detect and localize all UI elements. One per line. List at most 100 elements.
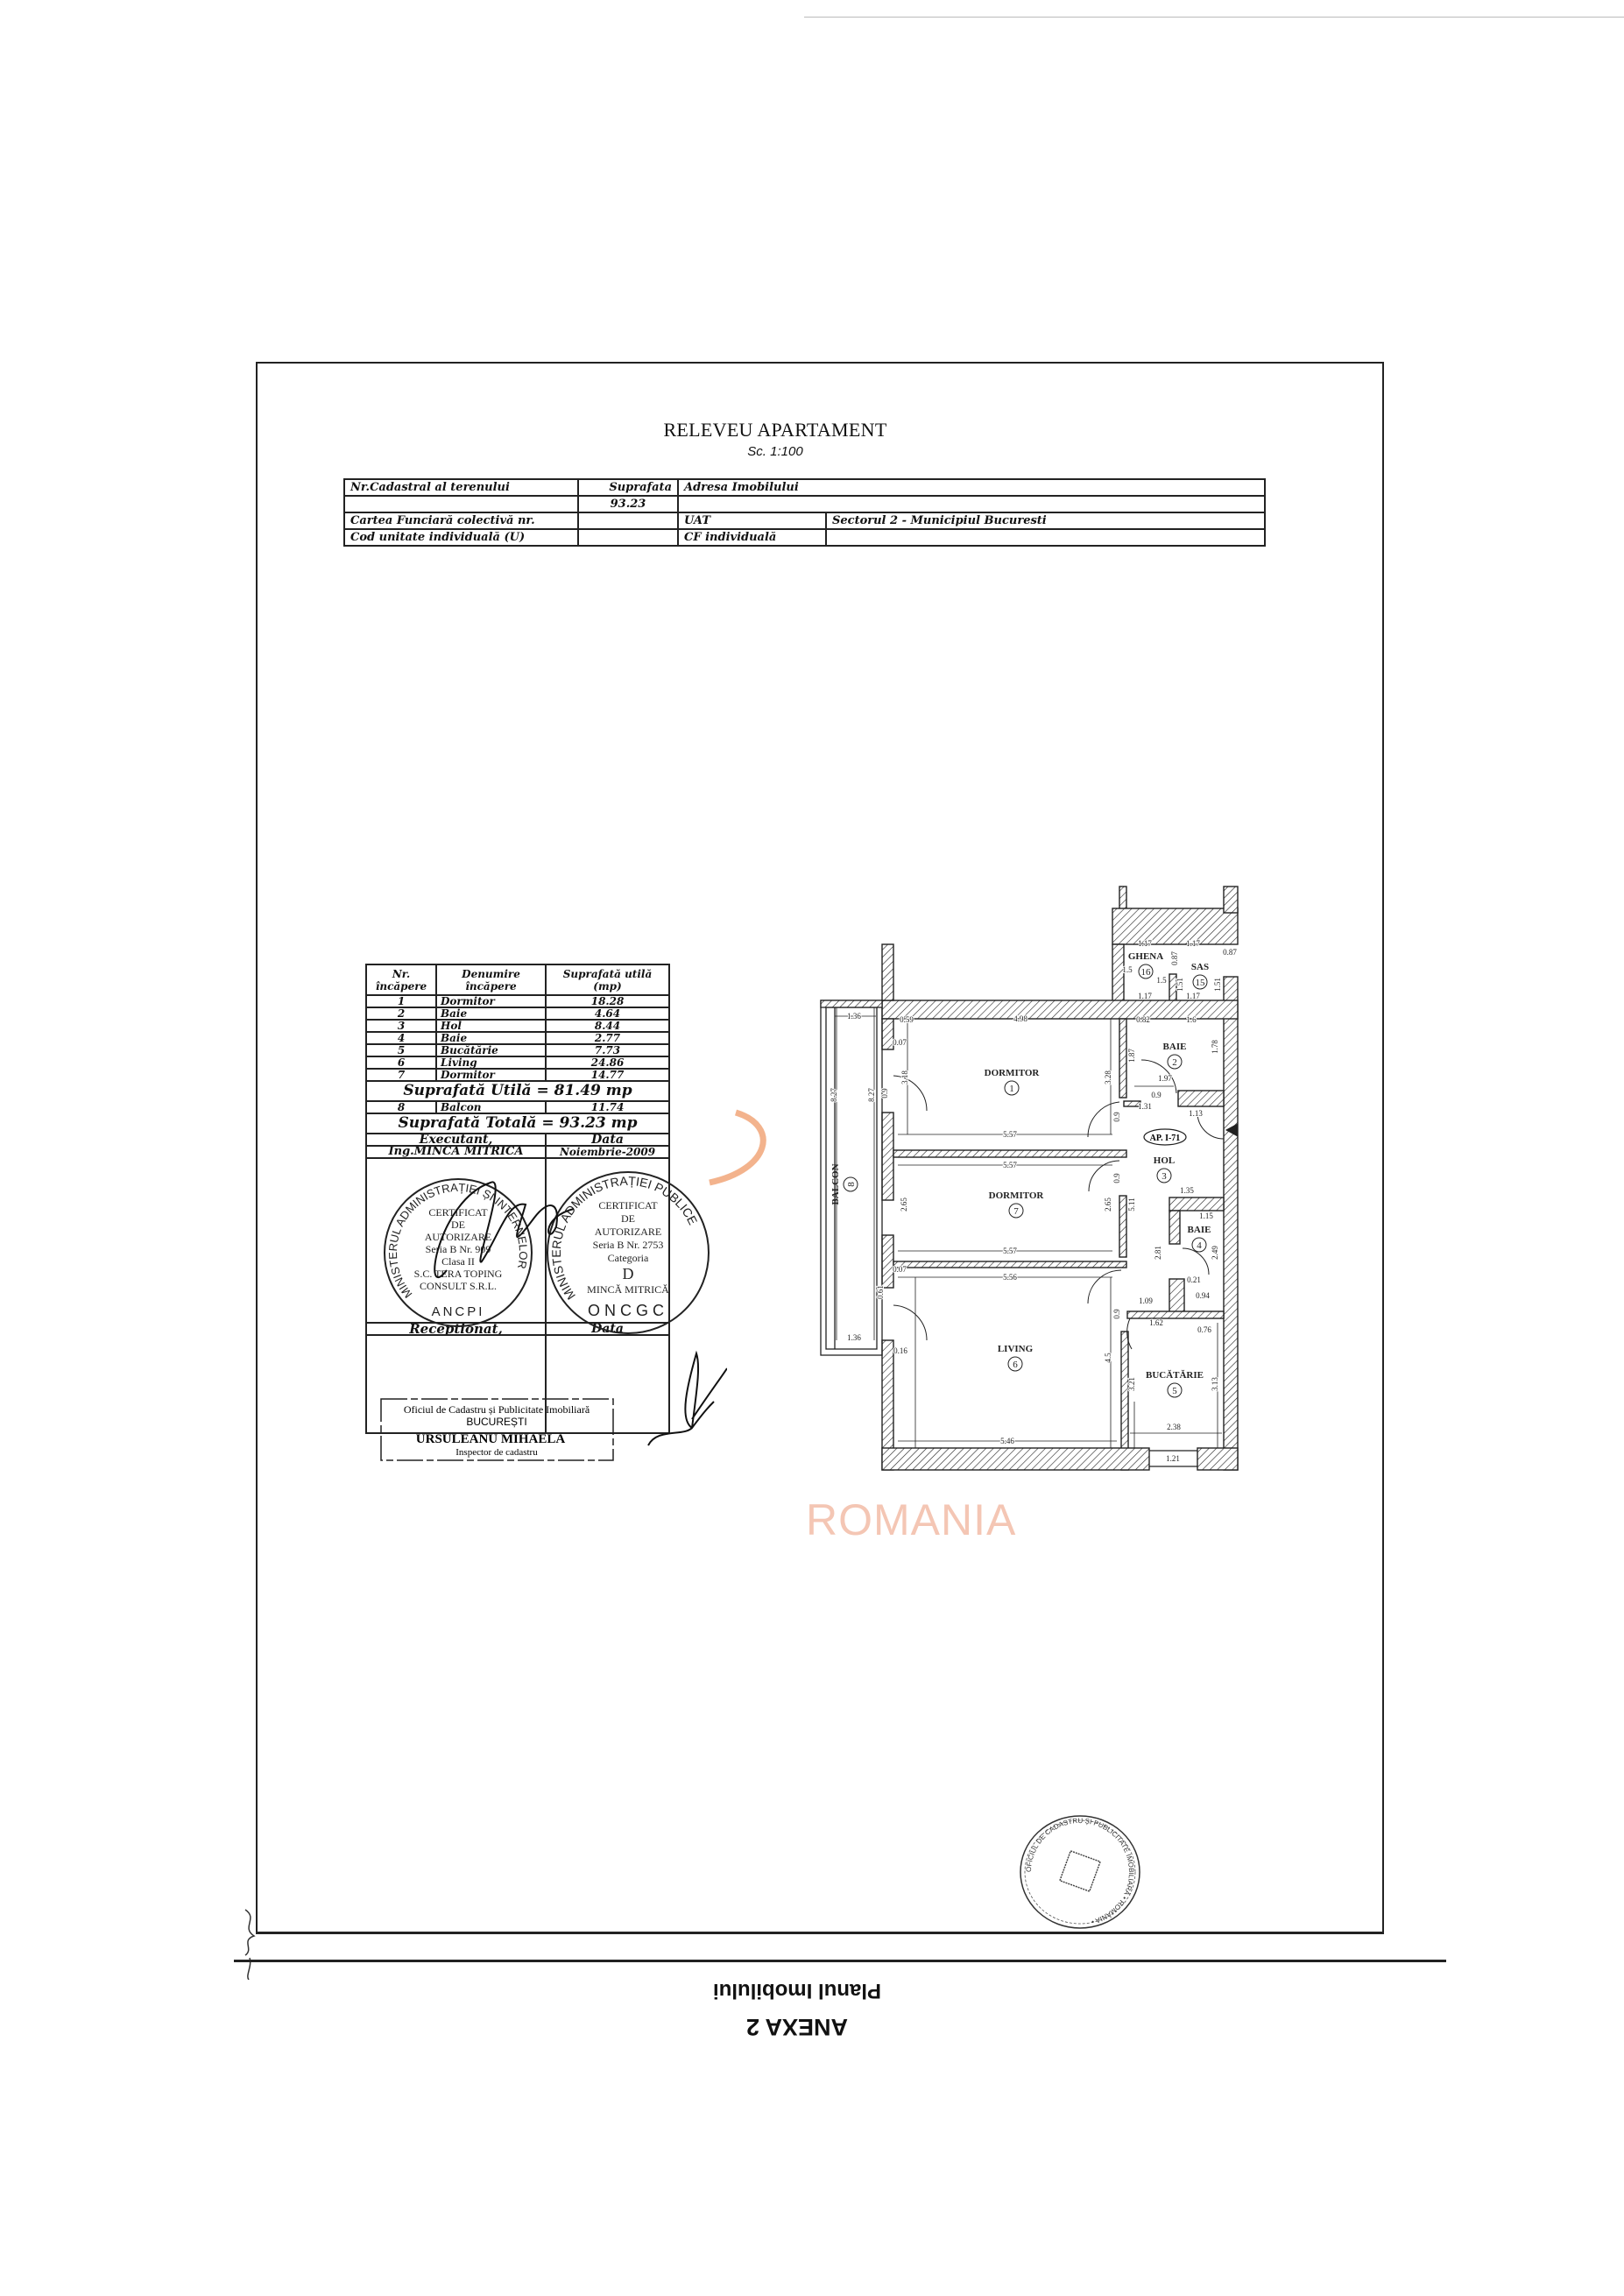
stamp-line: CONSULT S.R.L. xyxy=(420,1280,497,1292)
dimension-label: 5.57 xyxy=(1003,1161,1017,1169)
room-area: 24.86 xyxy=(545,1056,671,1070)
room-area: 2.77 xyxy=(545,1031,671,1045)
dimension-label: 1.09 xyxy=(1139,1296,1153,1305)
dimension-label: 0.87 xyxy=(1170,951,1179,965)
col-name-header: Denumire încăpere xyxy=(434,964,547,996)
stamp-line: D xyxy=(623,1265,634,1282)
room-number-circle xyxy=(1004,1080,1020,1096)
col-area-header: Suprafată utilă (mp) xyxy=(545,964,671,996)
rooms-table: Nr. încăpere Denumire încăpere Suprafată… xyxy=(364,964,671,1434)
dimension-label: 0.94 xyxy=(1196,1291,1210,1300)
dimension-label: 1.78 xyxy=(1211,1040,1219,1054)
dimension-label: 1.15 xyxy=(1199,1212,1213,1220)
stamp-line: MINCĂ MITRICĂ xyxy=(587,1283,669,1296)
apartment-label-text: AP. I-71 xyxy=(1150,1134,1181,1143)
ocpi-role: Inspector de cadastru xyxy=(455,1447,538,1458)
annex-title: ANEXA 2 xyxy=(745,2014,849,2040)
dimension-label: 5.46 xyxy=(1000,1437,1014,1445)
nr-cadastral-value xyxy=(343,495,579,513)
room-name: BAIE xyxy=(1188,1225,1211,1235)
dimension-label: 2.65 xyxy=(900,1197,908,1212)
document-scale: Sc. 1:100 xyxy=(747,444,803,459)
dimension-label: 5.57 xyxy=(1003,1130,1017,1139)
dimension-label: 3.28 xyxy=(1104,1070,1112,1084)
room-area: 14.77 xyxy=(545,1068,671,1082)
coat-of-arms-icon xyxy=(1058,1849,1102,1893)
nr-cadastral-label: Nr.Cadastral al terenului xyxy=(343,478,579,497)
dimension-label: 0.9 xyxy=(1151,1091,1162,1099)
ocpi-name: URSULEANU MIHAELA xyxy=(416,1432,566,1446)
room-nr: 7 xyxy=(365,1068,437,1082)
round-official-stamp: OFICIUL DE CADASTRU ȘI PUBLICITATE IMOBI… xyxy=(1020,1815,1140,1929)
dimension-label: 2.38 xyxy=(1167,1423,1181,1431)
walls xyxy=(881,886,1239,1471)
room-number: 4 xyxy=(1197,1240,1202,1251)
stamp-line: S.C. TERA TOPING xyxy=(414,1268,503,1280)
stamp-line: CERTIFICAT xyxy=(598,1199,658,1212)
room-area: 4.64 xyxy=(545,1007,671,1021)
margin-handwriting xyxy=(244,1909,256,1980)
room-number: 15 xyxy=(1196,978,1206,988)
cf-individuala-label: CF individuală xyxy=(677,528,827,547)
room-label: BAIE 4 xyxy=(1188,1225,1211,1253)
cod-unitate-value xyxy=(577,528,679,547)
room-number-circle xyxy=(843,1176,858,1192)
dimension-label: 1.17 xyxy=(1138,992,1152,1000)
uat-label: UAT xyxy=(677,512,827,530)
suprafata-value: 93.23 xyxy=(577,495,679,513)
room-name: Hol xyxy=(434,1019,547,1033)
room-name: Dormitor xyxy=(434,994,547,1008)
dimension-label: 0.9 xyxy=(880,1088,889,1099)
logo-layer xyxy=(709,1109,766,1186)
room-number: 3 xyxy=(1162,1171,1167,1182)
dimension-label: 0.61 xyxy=(876,1285,885,1299)
door-swings xyxy=(893,1059,1239,1350)
document-frame xyxy=(256,362,1384,1934)
room-name: Living xyxy=(434,1056,547,1070)
data-label: Data xyxy=(545,1133,671,1147)
executant-signature xyxy=(434,1181,575,1279)
room-name: Dormitor xyxy=(434,1068,547,1082)
room-nr: 3 xyxy=(365,1019,437,1033)
dimension-label: 0.21 xyxy=(1187,1275,1201,1284)
room-name: BAIE xyxy=(1163,1042,1187,1052)
dimension-label: 0.82 xyxy=(1136,1015,1150,1024)
logo-arc xyxy=(709,1109,766,1186)
dimension-label: 1.21 xyxy=(1166,1454,1180,1463)
room-number-circle xyxy=(1167,1382,1183,1398)
left-certificate-stamp: MINISTERUL ADMINISTRAȚIEI ȘI INTERNELOR … xyxy=(384,1178,533,1327)
room-number: 1 xyxy=(1009,1084,1014,1094)
dimension-label: 1.87 xyxy=(1127,1049,1136,1063)
room-nr: 4 xyxy=(365,1031,437,1045)
watermark-text: ROMANIA xyxy=(806,1495,1016,1544)
stamp-line: Clasa II xyxy=(441,1255,475,1268)
room-nr: 1 xyxy=(365,994,437,1008)
dimension-label: 3.13 xyxy=(1211,1377,1219,1391)
carte-funciara-label: Cartea Funciară colectivă nr. xyxy=(343,512,579,530)
dimension-label: 1.97 xyxy=(1158,1074,1172,1083)
dimension-label: 1.13 xyxy=(1189,1109,1203,1118)
room-number-circle xyxy=(1138,964,1154,979)
room-name: Baie xyxy=(434,1031,547,1045)
room-area: 7.73 xyxy=(545,1043,671,1057)
room-nr: 5 xyxy=(365,1043,437,1057)
dimension-label: 5.57 xyxy=(1003,1247,1017,1255)
dimension-label: 2.81 xyxy=(1154,1246,1162,1260)
stamp-line: DE xyxy=(621,1212,635,1225)
stamp-line: Categoria xyxy=(608,1252,649,1264)
stamp-bottom-text: ONCGC xyxy=(588,1302,668,1319)
dimension-label: 8.27 xyxy=(867,1088,876,1102)
dimension-label: 1.17 xyxy=(1186,939,1200,948)
dimension-label: 4.5 xyxy=(1104,1353,1112,1363)
dimension-label: 8.27 xyxy=(830,1088,838,1102)
room-number: 7 xyxy=(1013,1206,1019,1217)
